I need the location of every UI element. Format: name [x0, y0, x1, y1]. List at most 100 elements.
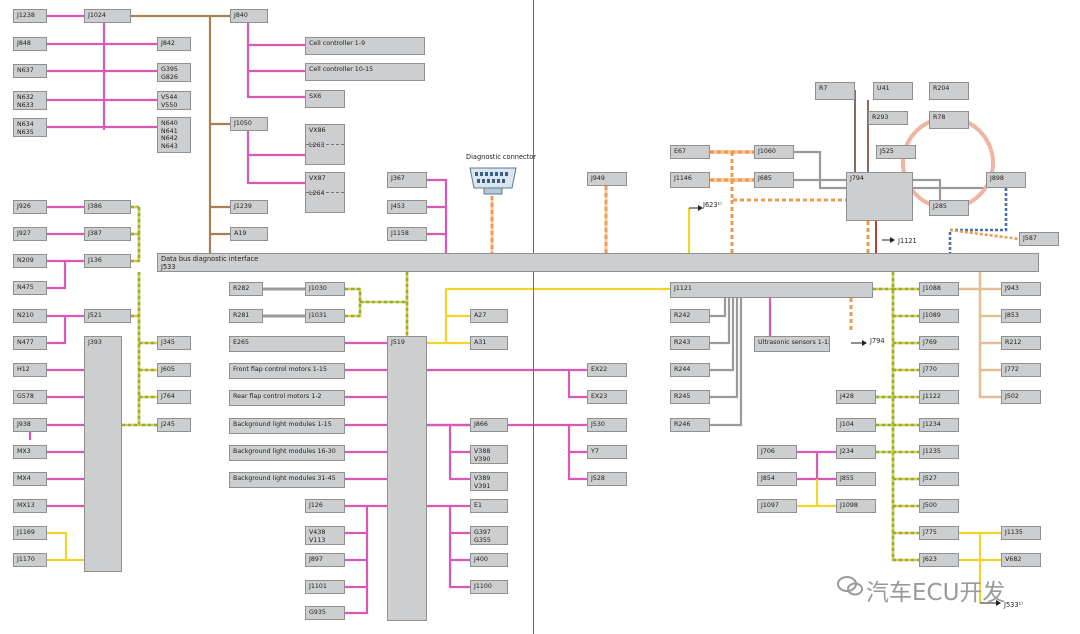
box-v682: V682: [1001, 553, 1041, 567]
wire-n477: [47, 316, 67, 345]
wire-ex23: [567, 370, 587, 399]
box-cc19: Cell controller 1-9: [305, 37, 425, 55]
box-r7: R7: [815, 82, 855, 100]
box-j855: J855: [836, 472, 876, 486]
wire-tan-trunk: [978, 272, 1001, 399]
box-j387: J387: [84, 227, 131, 241]
box-j393: J393: [84, 336, 122, 572]
box-j769: J769: [919, 336, 959, 350]
box-r204: R204: [929, 82, 969, 100]
wechat-icon: [837, 576, 863, 596]
box-j1158: J1158: [387, 227, 427, 241]
box-j706: J706: [757, 445, 797, 459]
box-j525: J525: [876, 145, 916, 159]
box-blm3: Background light modules 31-45: [229, 472, 345, 488]
arrow-j1121-head: [890, 237, 895, 243]
box-us112: Ultrasonic sensors 1-12: [754, 336, 830, 352]
box-j234: J234: [836, 445, 876, 459]
wire-j587: [949, 228, 1020, 241]
box-j1234: J1234: [919, 418, 959, 432]
box-j1101: J1101: [305, 580, 345, 594]
box-h12: H12: [13, 363, 47, 377]
box-g395: G395 G826: [157, 63, 191, 82]
box-j367: J367: [387, 172, 427, 188]
wire-j367: [427, 178, 448, 253]
box-j285: J285: [929, 200, 969, 216]
box-n632: N632 N633: [13, 91, 47, 110]
box-blm2: Background light modules 16-30: [229, 445, 345, 461]
box-g935: G935: [305, 606, 345, 620]
watermark: 汽车ECU开发: [836, 566, 1056, 606]
box-blm1: Background light modules 1-15: [229, 418, 345, 434]
box-j136: J136: [84, 254, 131, 268]
box-j842: J842: [157, 37, 191, 51]
dashed-separator: [306, 192, 344, 193]
box-g578: G578: [13, 390, 47, 404]
box-mx3: MX3: [13, 445, 47, 459]
box-vx86: VX86 L263: [305, 124, 345, 165]
box-vx87: VX87 L264: [305, 172, 345, 213]
box-n477: N477: [13, 336, 47, 350]
wire-j840-sx6: [246, 23, 305, 99]
box-j521: J521: [84, 309, 131, 323]
box-j1030: J1030: [305, 282, 345, 296]
box-u41: U41: [873, 82, 913, 100]
wire-j1060: [794, 150, 846, 190]
box-rfcm: Rear flap control motors 1-2: [229, 390, 345, 406]
wire-j285-blue: [948, 188, 1008, 253]
box-j840: J840: [230, 9, 268, 23]
arrow-j533-head: [996, 600, 1001, 606]
box-j1122: J1122: [919, 390, 959, 404]
box-ffcm: Front flap control motors 1-15: [229, 363, 345, 379]
wire-j1100: [448, 506, 470, 589]
box-j1060: J1060: [754, 145, 794, 159]
box-e1: E1: [470, 499, 508, 513]
box-j1146: J1146: [670, 172, 710, 188]
box-j770: J770: [919, 363, 959, 377]
box-j245: J245: [157, 418, 191, 432]
box-r242: R242: [670, 309, 710, 323]
box-j685: J685: [754, 172, 794, 188]
box-j126: J126: [305, 499, 345, 513]
box-n634: N634 N635: [13, 118, 47, 137]
box-n210: N210: [13, 309, 47, 323]
wire-gd-left-2: [137, 272, 157, 427]
box-v388: V388 V390: [470, 445, 508, 464]
box-a31: A31: [470, 336, 508, 350]
wire-gd-j1030: [345, 287, 362, 318]
dashed-separator: [306, 144, 344, 145]
box-j926: J926: [13, 200, 47, 214]
box-j605: J605: [157, 363, 191, 377]
box-r243: R243: [670, 336, 710, 350]
box-j848: J848: [13, 37, 47, 51]
box-v438: V438 V113: [305, 526, 345, 545]
wire-j794-j285: [913, 178, 942, 200]
box-j866: J866: [470, 418, 508, 432]
box-n475: N475: [13, 281, 47, 295]
box-j1170: J1170: [13, 553, 47, 567]
box-ex23: EX23: [587, 390, 627, 404]
box-r282: R282: [229, 282, 263, 296]
box-j527: J527: [919, 472, 959, 486]
box-j938: J938: [13, 418, 47, 432]
box-r244: R244: [670, 363, 710, 377]
box-e67: E67: [670, 145, 710, 159]
box-j853: J853: [1001, 309, 1041, 323]
box-j1031: J1031: [305, 309, 345, 323]
box-r281: R281: [229, 309, 263, 323]
box-j1238: J1238: [13, 9, 47, 23]
arrow-label-j623: J623¹⁾: [703, 201, 722, 209]
wire-r245: [710, 298, 739, 399]
box-j775: J775: [919, 526, 959, 540]
arrow-label-j794: J794: [870, 337, 885, 345]
box-j1135: J1135: [1001, 526, 1041, 540]
box-r245: R245: [670, 390, 710, 404]
wire-r246: [710, 298, 743, 427]
box-j400: J400: [470, 553, 508, 567]
box-j502: J502: [1001, 390, 1041, 404]
arrow-label-j533: J533¹⁾: [1004, 601, 1023, 609]
wire-r243: [710, 298, 731, 345]
box-j1121: J1121: [670, 282, 873, 298]
box-j927: J927: [13, 227, 47, 241]
